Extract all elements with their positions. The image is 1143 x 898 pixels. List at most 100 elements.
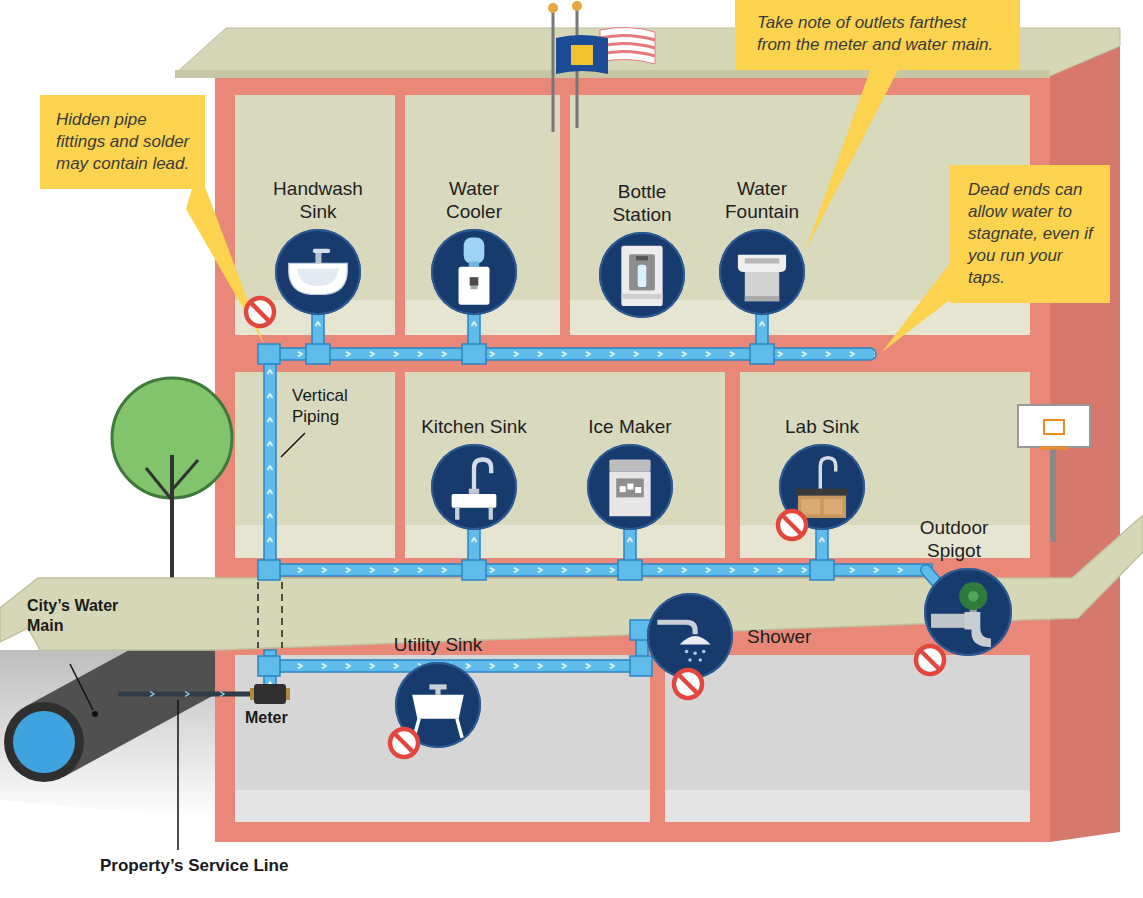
fixture-label: Water Fountain bbox=[717, 177, 807, 223]
no-symbol bbox=[774, 507, 810, 543]
ground-crossing-part bbox=[281, 582, 283, 648]
fixture-icon-shape bbox=[796, 458, 848, 518]
ground bbox=[0, 515, 1143, 650]
building bbox=[175, 28, 1120, 842]
fixture-icon-shape bbox=[459, 238, 490, 305]
fixture-icon bbox=[587, 444, 673, 530]
leader-lines bbox=[70, 433, 305, 850]
fixture-node: Lab Sink bbox=[762, 415, 882, 530]
pipes-part bbox=[462, 560, 486, 580]
fixture-node: Utility Sink bbox=[368, 633, 508, 748]
main-label: City’s Water Main bbox=[27, 596, 127, 636]
fixture-node: Shower bbox=[647, 593, 811, 679]
no-symbol-shape bbox=[390, 729, 418, 757]
building-part bbox=[235, 525, 395, 558]
fixture-label: Bottle Station bbox=[602, 180, 682, 226]
flags-part bbox=[552, 10, 555, 132]
flags bbox=[548, 1, 655, 132]
fixture-circle bbox=[719, 229, 805, 315]
fixture-circle bbox=[647, 593, 733, 679]
pipes-part bbox=[258, 560, 280, 580]
fixture-label: Utility Sink bbox=[368, 633, 508, 656]
fixture-circle bbox=[431, 229, 517, 315]
pipes-part bbox=[264, 348, 876, 360]
no-symbol bbox=[386, 725, 422, 761]
building-part bbox=[665, 655, 1030, 822]
flags-part bbox=[556, 35, 608, 74]
fixture-icon bbox=[275, 229, 361, 315]
fixture-circle bbox=[779, 444, 865, 530]
service-line bbox=[118, 692, 252, 697]
fixture-icon-shape bbox=[412, 684, 464, 737]
callout-box: Hidden pipe fittings and solder may cont… bbox=[40, 95, 205, 189]
leader-dot-part bbox=[92, 711, 98, 717]
callout-box: Take note of outlets farthest from the m… bbox=[735, 0, 1020, 70]
leader-lines-part bbox=[177, 700, 179, 850]
building-part bbox=[235, 790, 650, 822]
flags-part bbox=[600, 35, 655, 56]
building-part bbox=[405, 525, 725, 558]
service-line-part bbox=[150, 692, 224, 697]
tree bbox=[112, 378, 232, 580]
leader-lines-part bbox=[70, 664, 93, 710]
building-part bbox=[405, 372, 725, 558]
fixture-icon-shape bbox=[738, 255, 786, 301]
pipes-part bbox=[306, 344, 330, 364]
fixture-label: Outdoor Spigot bbox=[909, 516, 999, 562]
pipes-part bbox=[810, 560, 834, 580]
fixture-circle bbox=[431, 444, 517, 530]
fixture-icon bbox=[599, 232, 685, 318]
no-symbol-shape bbox=[778, 511, 806, 539]
fixture-icon bbox=[719, 229, 805, 315]
pipes bbox=[258, 312, 932, 694]
callout-tails-part bbox=[882, 250, 960, 352]
label-anchor: Property’s Service Line bbox=[100, 855, 288, 876]
ground-crossing-part bbox=[257, 582, 259, 648]
fixture-label: Water Cooler bbox=[434, 177, 514, 223]
building-part bbox=[235, 655, 650, 822]
building-part bbox=[215, 75, 1050, 842]
basketball-hoop bbox=[1018, 405, 1090, 542]
callout-text: Take note of outlets farthest from the m… bbox=[757, 12, 1002, 56]
building-part bbox=[405, 95, 560, 335]
fixture-icon-shape bbox=[452, 459, 497, 519]
service-line-part bbox=[118, 692, 252, 697]
callout-text: Dead ends can allow water to stagnate, e… bbox=[968, 179, 1096, 289]
fixture-node: Bottle Station bbox=[599, 180, 685, 318]
fixture-circle bbox=[924, 568, 1012, 656]
pipes-part bbox=[462, 344, 486, 364]
fixture-node: Water Cooler bbox=[431, 177, 517, 315]
callout-tails bbox=[186, 168, 960, 352]
fixture-circle bbox=[395, 662, 481, 748]
flags-part bbox=[548, 3, 558, 13]
tree-part bbox=[170, 455, 174, 580]
basketball-hoop-part bbox=[1050, 447, 1056, 542]
pipes-part bbox=[618, 560, 642, 580]
flags-part bbox=[571, 45, 593, 65]
pipes-part bbox=[630, 656, 652, 676]
pipes-part bbox=[264, 348, 276, 578]
building-part bbox=[235, 372, 395, 558]
fixture-label: Shower bbox=[747, 625, 811, 648]
label-anchor: Meter bbox=[245, 708, 288, 728]
no-symbol bbox=[242, 294, 278, 330]
fixture-circle bbox=[599, 232, 685, 318]
building-part bbox=[175, 70, 1050, 78]
callout-text: Hidden pipe fittings and solder may cont… bbox=[56, 109, 191, 175]
fixture-icon bbox=[647, 593, 733, 679]
basketball-hoop-part bbox=[1044, 420, 1064, 434]
fixture-label: Kitchen Sink bbox=[394, 415, 554, 438]
leader-dot bbox=[92, 711, 98, 717]
label-anchor: Vertical Piping bbox=[292, 385, 372, 427]
callout-pointer bbox=[805, 68, 899, 252]
label-anchor: City’s Water Main bbox=[27, 596, 127, 636]
callout-box: Dead ends can allow water to stagnate, e… bbox=[950, 165, 1110, 303]
meter-label: Meter bbox=[245, 708, 288, 728]
water-main-part bbox=[13, 711, 75, 773]
tree-part bbox=[146, 460, 198, 500]
fixture-icon bbox=[431, 444, 517, 530]
no-symbol-shape bbox=[246, 298, 274, 326]
fixture-node: Outdoor Spigot bbox=[923, 516, 1013, 656]
fixture-node: Ice Maker bbox=[560, 415, 700, 530]
water-main bbox=[4, 630, 250, 782]
